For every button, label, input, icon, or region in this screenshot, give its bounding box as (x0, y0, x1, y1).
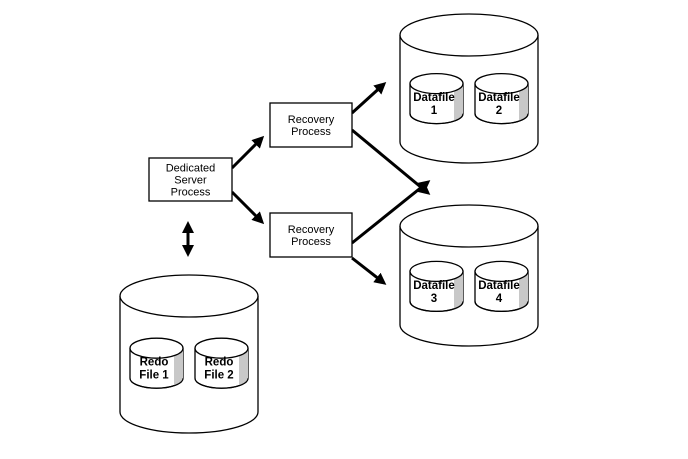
label-line: Datafile (478, 92, 520, 104)
label-line: Process (291, 126, 331, 138)
arrow-recovery1-to-disk1 (350, 81, 387, 115)
arrow-recovery2-to-disk1 (351, 180, 431, 245)
label-line: Recovery (288, 114, 335, 126)
arrows (182, 81, 431, 285)
label-line: Datafile (413, 92, 455, 104)
label-line: Redo (205, 357, 234, 369)
label-line: 2 (496, 105, 502, 117)
label-line: Datafile (413, 280, 455, 292)
arrow-recovery2-to-disk2 (351, 256, 387, 285)
label-line: Dedicated (166, 163, 216, 175)
label-line: Recovery (288, 224, 335, 236)
label-line: Datafile (478, 280, 520, 292)
label-line: File 2 (204, 370, 233, 382)
label-line: Process (291, 236, 331, 248)
label-line: Process (171, 187, 211, 199)
label-line: Server (174, 175, 207, 187)
label-line: File 1 (139, 370, 169, 382)
arrow-dedicated-to-recovery2 (230, 190, 265, 225)
label-line: 4 (496, 293, 503, 305)
label-line: 1 (431, 105, 438, 117)
label-line: 3 (431, 293, 437, 305)
arrow-dedicated-to-recovery1 (230, 135, 265, 170)
arrow-recovery1-to-disk2 (351, 128, 431, 195)
label-line: Redo (140, 357, 169, 369)
